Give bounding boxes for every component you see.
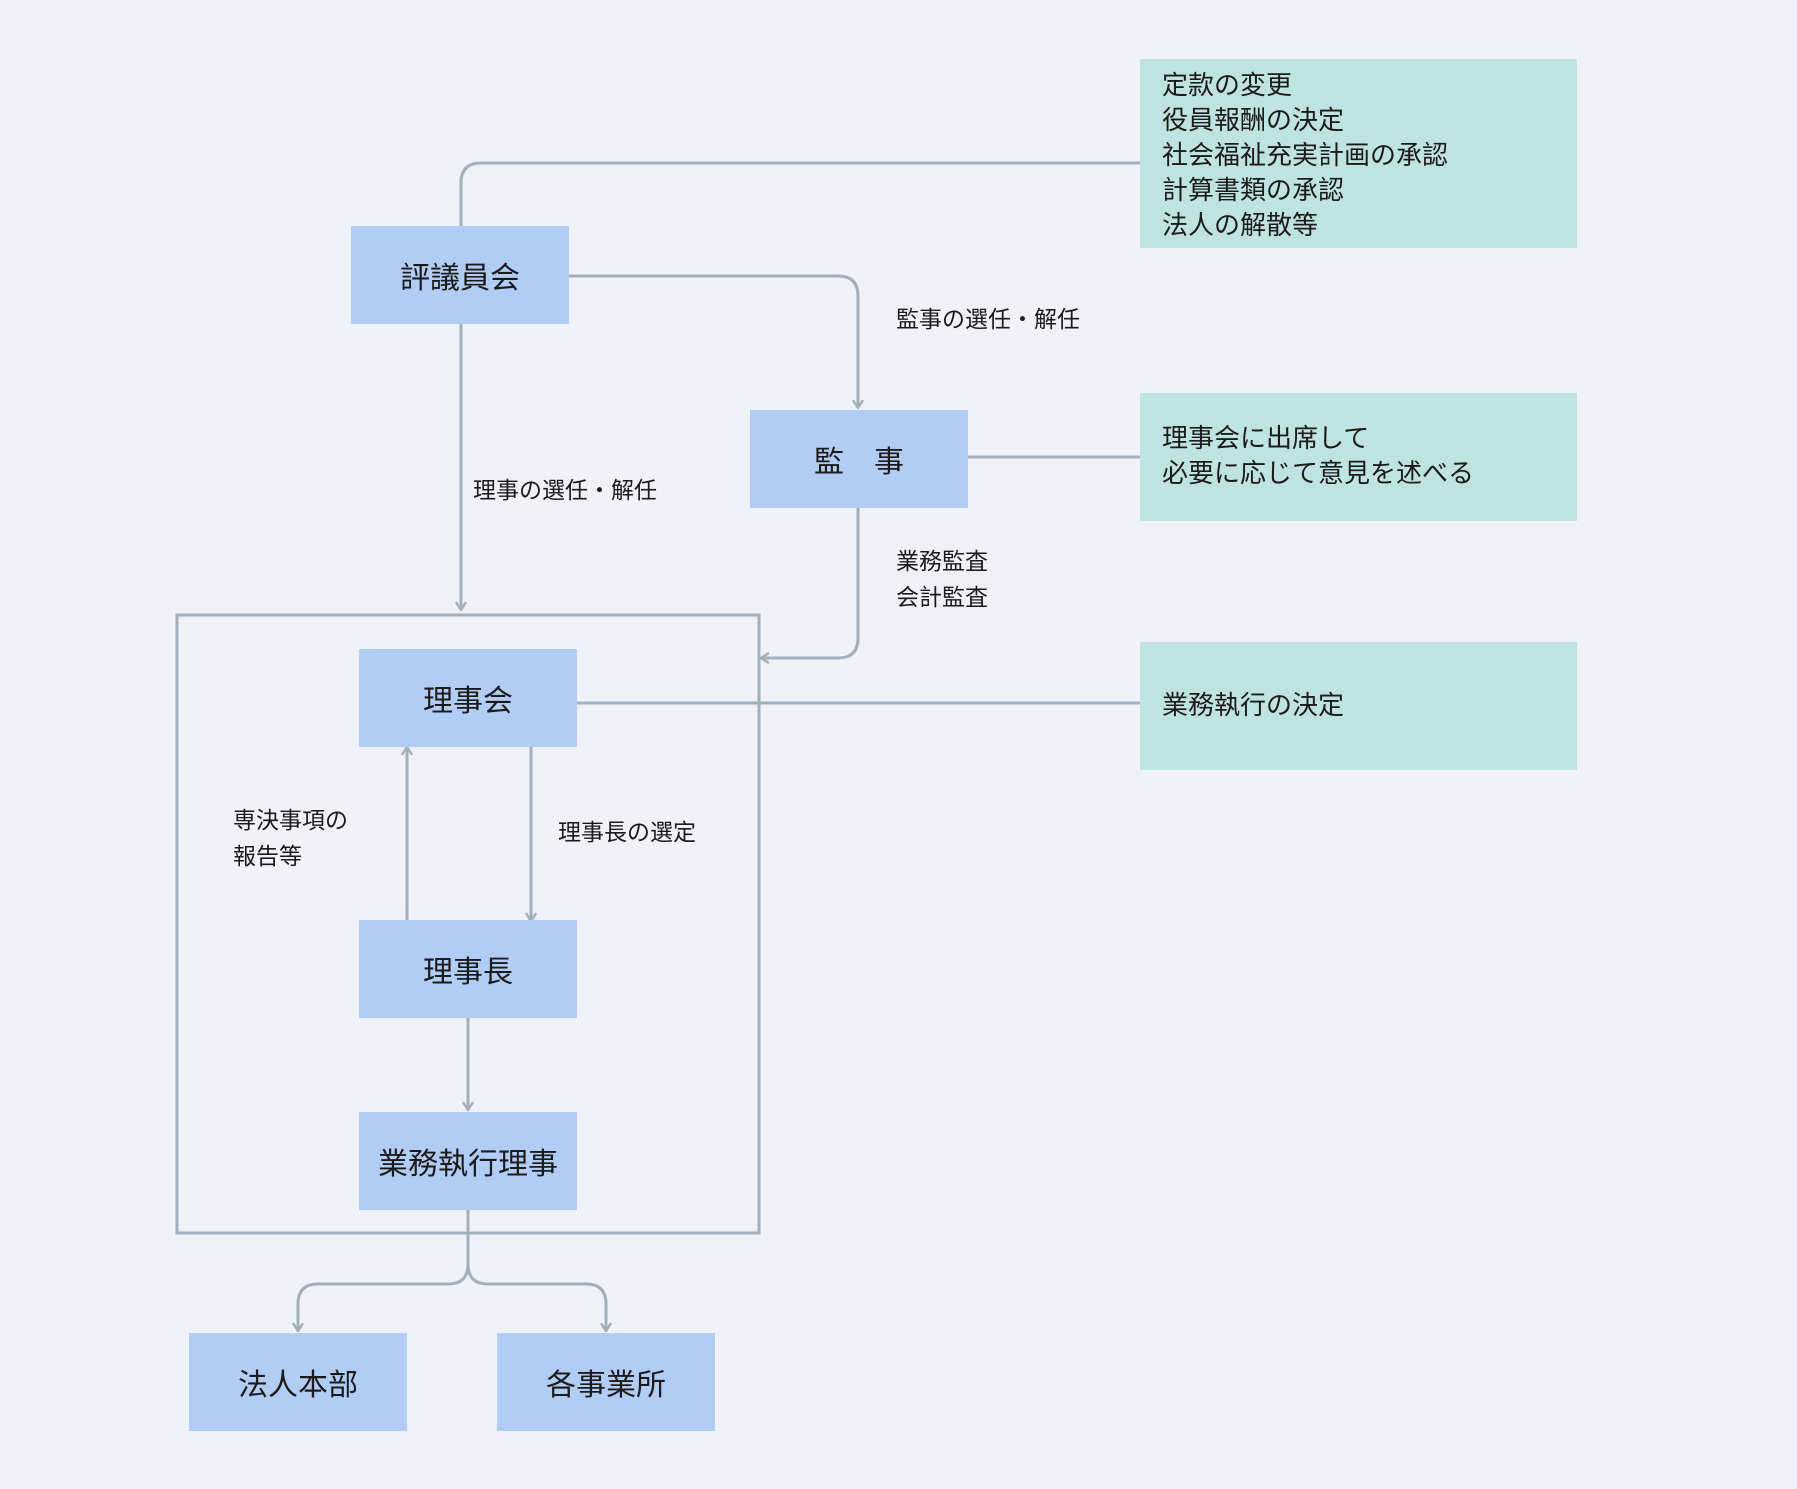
council-note: 定款の変更 役員報酬の決定 社会福祉充実計画の承認 計算書類の承認 法人の解散等 — [1140, 59, 1577, 248]
board-node: 理事会 — [359, 649, 577, 747]
executive-director-node: 業務執行理事 — [359, 1112, 577, 1210]
arrow-executive-to-headquarters — [292, 1210, 470, 1333]
board-note: 業務執行の決定 — [1140, 642, 1577, 770]
council-node: 評議員会 — [351, 226, 569, 324]
arrow-auditor-to-board — [759, 508, 860, 664]
chairman-selection-label: 理事長の選定 — [558, 820, 696, 846]
director-appointment-label: 理事の選任・解任 — [473, 478, 657, 504]
board-label: 理事会 — [423, 684, 513, 719]
offices-label: 各事業所 — [546, 1368, 666, 1403]
chairman-label: 理事長 — [423, 955, 513, 990]
connector-council-note — [459, 161, 1140, 226]
arrow-council-to-auditor — [568, 274, 864, 410]
headquarters-label: 法人本部 — [238, 1368, 358, 1403]
auditor-appointment-label: 監事の選任・解任 — [896, 307, 1080, 333]
report-label-line: 専決事項の — [233, 808, 348, 834]
chairman-node: 理事長 — [359, 920, 577, 1018]
report-label: 専決事項の 報告等 — [233, 803, 348, 875]
auditor-note-line: 理事会に出席して — [1162, 424, 1370, 454]
headquarters-node: 法人本部 — [189, 1333, 407, 1431]
executive-director-label: 業務執行理事 — [378, 1147, 558, 1182]
arrow-executive-to-offices — [466, 1263, 612, 1333]
council-note-line: 役員報酬の決定 — [1162, 106, 1345, 136]
council-note-line: 計算書類の承認 — [1162, 176, 1345, 206]
board-note-line: 業務執行の決定 — [1162, 690, 1345, 721]
council-note-line: 法人の解散等 — [1162, 211, 1319, 241]
auditor-label: 監 事 — [814, 445, 904, 480]
council-label: 評議員会 — [400, 261, 520, 296]
council-note-line: 社会福祉充実計画の承認 — [1162, 141, 1449, 171]
audit-label-line: 会計監査 — [896, 585, 988, 611]
audit-label-line: 業務監査 — [896, 549, 988, 575]
report-label-line: 報告等 — [233, 844, 302, 870]
auditor-node: 監 事 — [750, 410, 968, 508]
offices-node: 各事業所 — [497, 1333, 715, 1431]
audit-label: 業務監査 会計監査 — [896, 544, 988, 616]
auditor-note-line: 必要に応じて意見を述べる — [1162, 459, 1475, 489]
council-note-line: 定款の変更 — [1162, 71, 1293, 101]
auditor-note: 理事会に出席して 必要に応じて意見を述べる — [1140, 393, 1577, 521]
